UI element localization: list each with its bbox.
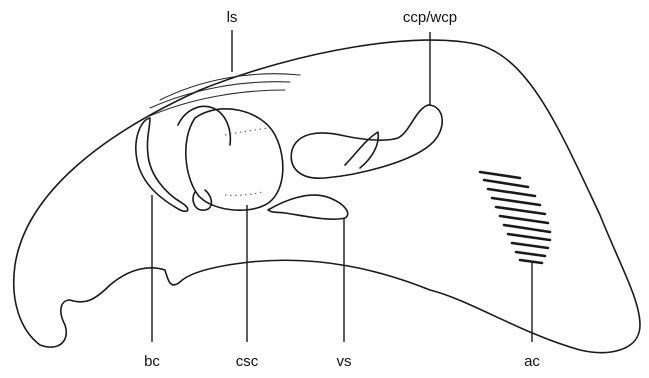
label-vs: vs bbox=[337, 354, 352, 369]
label-bc: bc bbox=[144, 354, 160, 369]
csc-dotted-lower bbox=[225, 192, 262, 195]
csc-structure bbox=[186, 109, 283, 210]
csc-dotted-upper bbox=[225, 128, 268, 135]
label-ccp-wcp: ccp/wcp bbox=[403, 10, 457, 25]
label-csc: csc bbox=[236, 354, 259, 369]
vs-structure bbox=[268, 195, 348, 219]
ac-hatching bbox=[480, 172, 550, 263]
ls-structure-3 bbox=[145, 90, 285, 118]
label-ac: ac bbox=[524, 354, 540, 369]
label-ls: ls bbox=[227, 10, 238, 25]
bc-structure bbox=[136, 118, 188, 211]
